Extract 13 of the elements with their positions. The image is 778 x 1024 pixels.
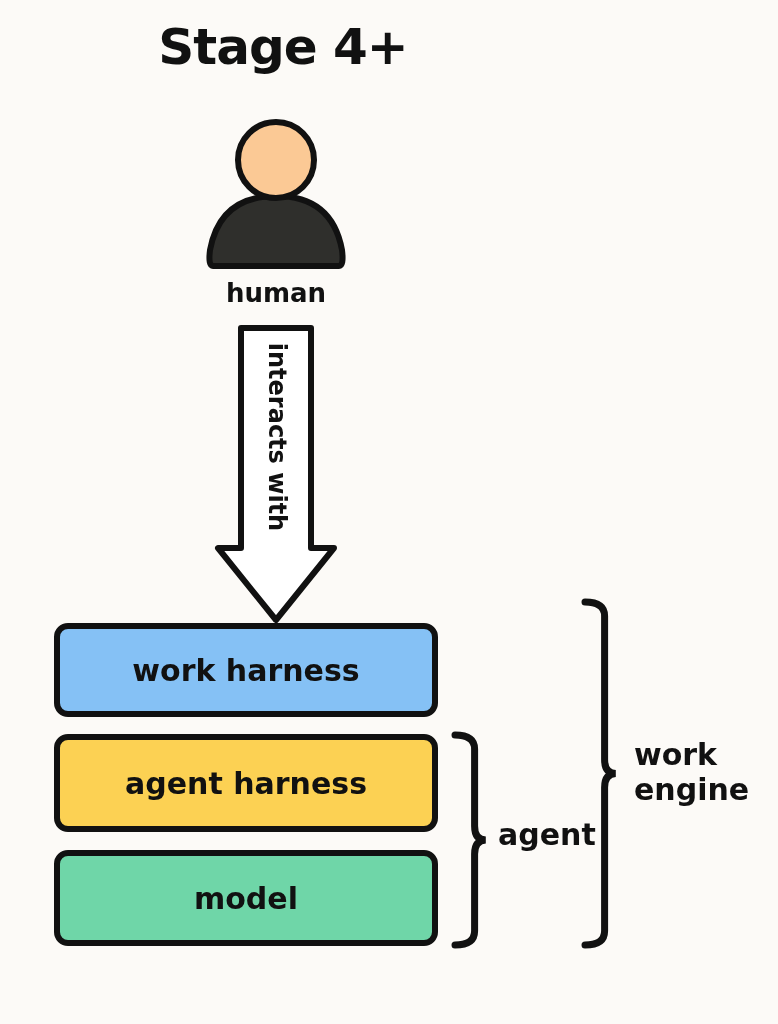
title: Stage 4+ <box>157 18 409 76</box>
layer-box <box>54 734 438 832</box>
box-label: agent harness <box>125 765 367 801</box>
layer-box <box>54 623 438 717</box>
block-arrow <box>215 325 337 623</box>
box-label: work harness <box>132 652 360 688</box>
node-caption: human <box>224 278 328 308</box>
person-icon <box>206 118 346 272</box>
box-label: model <box>194 880 298 916</box>
bracket-label: work engine <box>634 738 751 807</box>
edge-label: interacts with <box>263 341 291 534</box>
layer-box <box>54 850 438 946</box>
bracket-label: agent <box>498 818 597 853</box>
